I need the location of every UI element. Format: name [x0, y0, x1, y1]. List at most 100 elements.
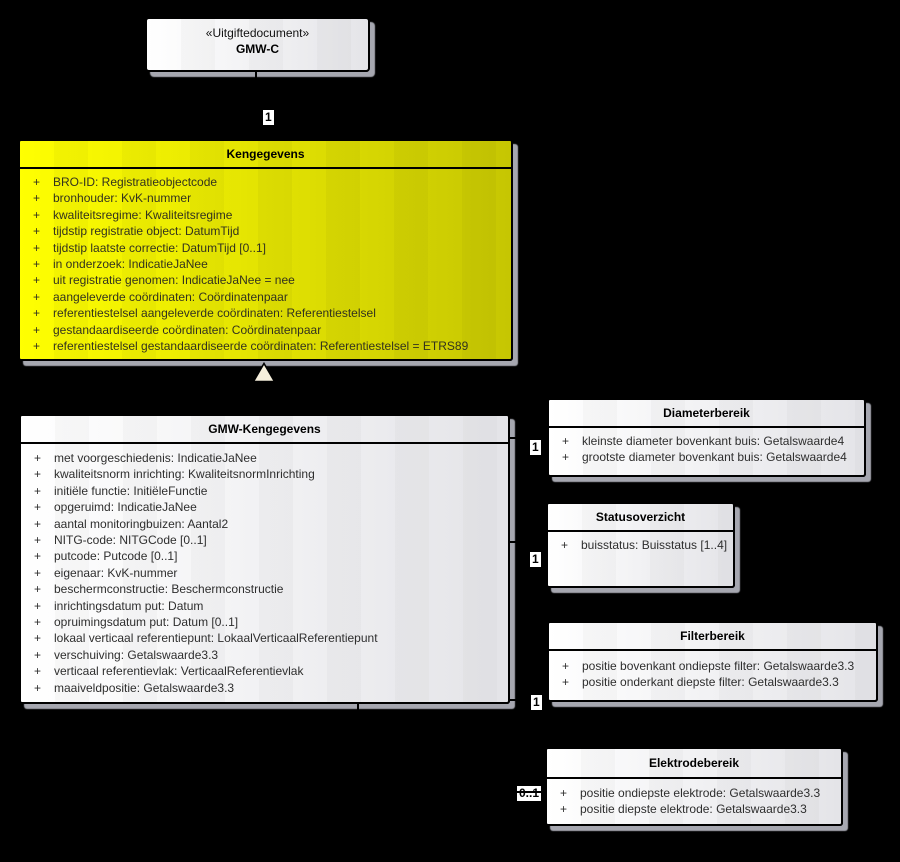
- visibility-marker: +: [33, 680, 41, 695]
- visibility-marker: +: [32, 306, 40, 321]
- attribute-text: maaiveldpositie: Getalswaarde3.3: [54, 680, 235, 695]
- attribute-text: gestandaardiseerde coördinaten: Coördina…: [53, 322, 322, 337]
- class-attribute: + beschermconstructie: Beschermconstruct…: [21, 581, 502, 597]
- class-name: Statusoverzicht: [548, 504, 733, 532]
- class-box-gmw-kengegevens: GMW-Kengegevens + met voorgeschiedenis: …: [19, 414, 510, 704]
- class-attribute: + gestandaardiseerde coördinaten: Coördi…: [20, 322, 505, 338]
- attribute-text: lokaal verticaal referentiepunt: LokaalV…: [54, 631, 378, 646]
- class-attribute: + aangeleverde coördinaten: Coördinatenp…: [20, 289, 505, 305]
- attribute-text: NITG-code: NITGCode [0..1]: [54, 533, 207, 548]
- attribute-text: aantal monitoringbuizen: Aantal2: [54, 516, 229, 531]
- visibility-marker: +: [33, 647, 41, 662]
- attribute-text: bronhouder: KvK-nummer: [53, 191, 192, 206]
- visibility-marker: +: [33, 615, 41, 630]
- multiplicity-label: 1: [530, 552, 541, 567]
- visibility-marker: +: [33, 549, 41, 564]
- class-name: Elektrodebereik: [547, 749, 841, 779]
- class-attribute: + maaiveldpositie: Getalswaarde3.3: [21, 680, 502, 696]
- class-attribute: + aantal monitoringbuizen: Aantal2: [21, 516, 502, 532]
- class-attribute: + positie ondiepste elektrode: Getalswaa…: [547, 785, 835, 801]
- visibility-marker: +: [32, 191, 40, 206]
- attribute-text: beschermconstructie: Beschermconstructie: [54, 582, 284, 597]
- class-attribute: + tijdstip laatste correctie: DatumTijd …: [20, 240, 505, 256]
- class-attribute: + verticaal referentievlak: VerticaalRef…: [21, 663, 502, 679]
- connector-to-statusoverzicht: [510, 541, 546, 543]
- attribute-text: inrichtingsdatum put: Datum: [54, 598, 204, 613]
- attribute-text: grootste diameter bovenkant buis: Getals…: [582, 450, 847, 465]
- class-attribute: + in onderzoek: IndicatieJaNee: [20, 256, 505, 272]
- visibility-marker: +: [32, 289, 40, 304]
- class-attribute: + buisstatus: Buisstatus [1..4]: [548, 537, 727, 553]
- class-name: Kengegevens: [20, 141, 511, 169]
- class-name: GMW-C: [235, 42, 280, 56]
- attribute-text: BRO-ID: Registratieobjectcode: [53, 175, 218, 189]
- visibility-marker: +: [561, 450, 569, 465]
- class-attribute: + verschuiving: Getalswaarde3.3: [21, 647, 502, 663]
- attribute-compartment: + kleinste diameter bovenkant buis: Geta…: [549, 428, 864, 470]
- connector-to-elektrodebereik-horizontal: [357, 791, 545, 793]
- multiplicity-label: 1: [530, 440, 541, 455]
- connector-generalization-line: [262, 381, 264, 415]
- attribute-text: opgeruimd: IndicatieJaNee: [54, 500, 197, 515]
- class-stereotype: «Uitgiftedocument»: [205, 26, 310, 40]
- class-attribute: + kwaliteitsregime: Kwaliteitsregime: [20, 207, 505, 223]
- class-attribute: + positie bovenkant ondiepste filter: Ge…: [549, 658, 870, 674]
- multiplicity-label: 1: [531, 695, 542, 710]
- visibility-marker: +: [32, 175, 40, 189]
- class-attribute: + referentiestelsel gestandaardiseerde c…: [20, 338, 505, 354]
- class-attribute: + BRO-ID: Registratieobjectcode: [20, 174, 505, 190]
- attribute-text: positie onderkant diepste filter: Getals…: [582, 675, 839, 690]
- class-box-diameterbereik: Diameterbereik + kleinste diameter boven…: [547, 398, 866, 477]
- attribute-text: tijdstip registratie object: DatumTijd: [53, 224, 240, 239]
- class-attribute: + positie diepste elektrode: Getalswaard…: [547, 801, 835, 817]
- attribute-text: uit registratie genomen: IndicatieJaNee …: [53, 273, 295, 288]
- attribute-compartment: + BRO-ID: Registratieobjectcode + bronho…: [20, 169, 511, 358]
- class-attribute: + positie onderkant diepste filter: Geta…: [549, 674, 870, 690]
- class-attribute: + kwaliteitsnorm inrichting: Kwaliteitsn…: [21, 466, 502, 482]
- class-attribute: + met voorgeschiedenis: IndicatieJaNee: [21, 450, 502, 466]
- visibility-marker: +: [560, 538, 568, 552]
- multiplicity-label: 1: [263, 110, 274, 125]
- connector-to-diameterbereik: [510, 437, 547, 439]
- visibility-marker: +: [33, 582, 41, 597]
- visibility-marker: +: [33, 500, 41, 515]
- visibility-marker: +: [32, 273, 40, 288]
- class-attribute: + putcode: Putcode [0..1]: [21, 548, 502, 564]
- visibility-marker: +: [33, 565, 41, 580]
- connector-uitgiftedocument-kengegevens: [255, 71, 257, 139]
- attribute-text: putcode: Putcode [0..1]: [54, 549, 178, 564]
- visibility-marker: +: [559, 786, 567, 800]
- attribute-text: tijdstip laatste correctie: DatumTijd [0…: [53, 240, 266, 255]
- generalization-arrow-icon: [252, 362, 276, 383]
- visibility-marker: +: [33, 664, 41, 679]
- attribute-text: kwaliteitsregime: Kwaliteitsregime: [53, 207, 233, 222]
- class-attribute: + inrichtingsdatum put: Datum: [21, 598, 502, 614]
- class-attribute: + uit registratie genomen: IndicatieJaNe…: [20, 272, 505, 288]
- visibility-marker: +: [561, 659, 569, 673]
- visibility-marker: +: [33, 467, 41, 482]
- visibility-marker: +: [32, 224, 40, 239]
- visibility-marker: +: [33, 483, 41, 498]
- attribute-text: positie ondiepste elektrode: Getalswaard…: [580, 786, 821, 800]
- class-attribute: + tijdstip registratie object: DatumTijd: [20, 223, 505, 239]
- class-attribute: + eigenaar: KvK-nummer: [21, 565, 502, 581]
- attribute-text: aangeleverde coördinaten: Coördinatenpaa…: [53, 289, 288, 304]
- class-attribute: + opgeruimd: IndicatieJaNee: [21, 499, 502, 515]
- attribute-compartment: + positie bovenkant ondiepste filter: Ge…: [549, 651, 876, 695]
- attribute-text: opruimingsdatum put: Datum [0..1]: [54, 615, 239, 630]
- class-box-filterbereik: Filterbereik + positie bovenkant ondieps…: [547, 621, 878, 702]
- visibility-marker: +: [33, 516, 41, 531]
- class-attribute: + grootste diameter bovenkant buis: Geta…: [549, 449, 858, 465]
- class-box-elektrodebereik: Elektrodebereik + positie ondiepste elek…: [545, 747, 843, 826]
- visibility-marker: +: [32, 257, 40, 272]
- class-attribute: + kleinste diameter bovenkant buis: Geta…: [549, 433, 858, 449]
- visibility-marker: +: [32, 207, 40, 222]
- visibility-marker: +: [33, 631, 41, 646]
- connector-to-elektrodebereik-vertical: [357, 704, 359, 793]
- visibility-marker: +: [33, 598, 41, 613]
- attribute-text: referentiestelsel aangeleverde coördinat…: [53, 306, 376, 321]
- attribute-compartment: + positie ondiepste elektrode: Getalswaa…: [547, 779, 841, 822]
- attribute-compartment: + met voorgeschiedenis: IndicatieJaNee +…: [21, 444, 508, 700]
- multiplicity-label: 0..1: [517, 786, 542, 801]
